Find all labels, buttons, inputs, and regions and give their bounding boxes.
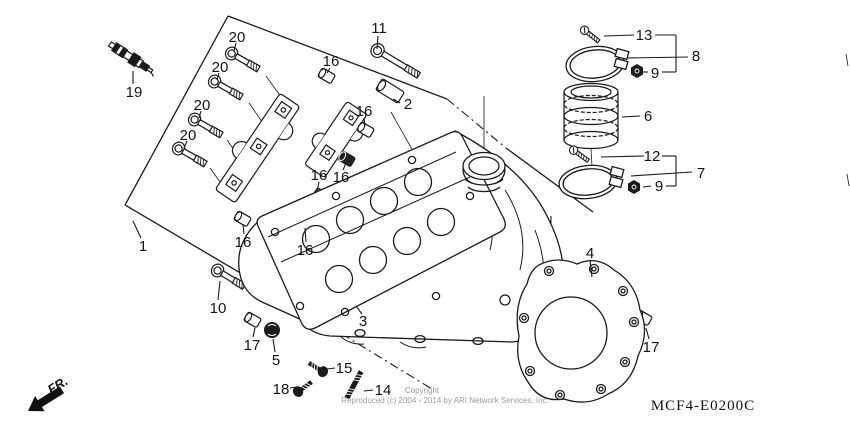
- callout-leader-5: [272, 338, 276, 353]
- camshaft-holder-rails: [215, 93, 367, 203]
- callout-9[interactable]: 9: [655, 178, 663, 195]
- intake-boot: [563, 82, 619, 150]
- callout-6[interactable]: 6: [644, 108, 652, 125]
- callout-10[interactable]: 10: [210, 300, 227, 317]
- callout-20[interactable]: 20: [212, 59, 229, 76]
- callout-leader-16: [326, 67, 331, 74]
- diagram-code: MCF4-E0200C: [651, 398, 755, 414]
- callout-15[interactable]: 15: [336, 360, 353, 377]
- callout-16[interactable]: 16: [333, 169, 350, 186]
- bolt-15: [305, 357, 331, 380]
- callout-2[interactable]: 2: [404, 96, 412, 113]
- callout-19[interactable]: 19: [126, 84, 143, 101]
- clamp-band-8: [565, 45, 630, 83]
- callout-1[interactable]: 1: [139, 238, 147, 255]
- watermark-line2: Reproduced (c) 2004 - 2014 by ARI Networ…: [341, 396, 549, 405]
- callout-leader-16: [242, 223, 245, 235]
- gasket-bolt-holes: [518, 263, 640, 401]
- dowel-16-a: [316, 66, 337, 85]
- callout-leader-20: [198, 110, 202, 119]
- callout-8[interactable]: 8: [692, 48, 700, 65]
- callout-leader-4: [589, 259, 593, 278]
- left-box-top-edge: [227, 15, 448, 100]
- callout-5[interactable]: 5: [272, 352, 280, 369]
- callout-13[interactable]: 13: [636, 27, 653, 44]
- bolt-11: [367, 40, 423, 82]
- callout-3[interactable]: 3: [359, 313, 367, 330]
- right-box-top-edge: [505, 147, 594, 213]
- fr-direction-arrow: FR.: [28, 373, 70, 412]
- callout-leader-3: [355, 305, 363, 315]
- clamp-nut-9-top: [631, 64, 643, 78]
- cylinder-head: [238, 130, 565, 349]
- callout-20[interactable]: 20: [180, 127, 197, 144]
- bolt-18: [290, 377, 316, 400]
- callout-leader-15: [326, 367, 336, 370]
- callout-leader-13: [603, 34, 635, 37]
- bolt-20-d: [169, 139, 210, 171]
- callout-17[interactable]: 17: [643, 339, 660, 356]
- valve-lifter-bores: [301, 167, 456, 294]
- callout-leader-20: [216, 72, 220, 81]
- right-edge-marks: [845, 53, 850, 187]
- clamp-nut-9-bottom: [628, 180, 640, 194]
- callout-16[interactable]: 16: [356, 103, 373, 120]
- callout-leader-1: [132, 220, 142, 239]
- callout-16[interactable]: 16: [235, 234, 252, 251]
- callout-16[interactable]: 16: [323, 53, 340, 70]
- callout-14[interactable]: 14: [375, 382, 392, 399]
- callout-4[interactable]: 4: [586, 245, 594, 262]
- callout-leader-16: [316, 181, 320, 192]
- left-box-left-edge: [124, 15, 229, 206]
- callout-16[interactable]: 16: [311, 167, 328, 184]
- callout-leader-16: [304, 227, 307, 243]
- dowel-17-left: [242, 310, 263, 329]
- dowel-16-e: [232, 209, 253, 228]
- right-box-chain: [446, 98, 507, 149]
- cap-part-2: [375, 78, 405, 104]
- callout-20[interactable]: 20: [194, 97, 211, 114]
- callout-leader-9: [642, 185, 652, 188]
- callout-20[interactable]: 20: [229, 29, 246, 46]
- callout-9[interactable]: 9: [651, 65, 659, 82]
- stud-14: [344, 370, 364, 400]
- callout-17[interactable]: 17: [244, 337, 261, 354]
- callout-leader-11: [376, 35, 379, 50]
- callout-18[interactable]: 18: [273, 381, 290, 398]
- callout-leader-16: [363, 117, 366, 127]
- callout-leader-18: [289, 386, 298, 389]
- watermark-line1: Copyright: [405, 386, 440, 395]
- callout-7[interactable]: 7: [697, 165, 705, 182]
- callout-leader-16: [342, 162, 347, 171]
- callout-leader-20: [183, 140, 188, 149]
- callout-16[interactable]: 16: [297, 242, 314, 259]
- callout-11[interactable]: 11: [371, 20, 387, 37]
- callout-leader-14: [363, 389, 374, 392]
- bolt-20-b: [205, 72, 246, 104]
- bolt-20-a: [222, 44, 263, 76]
- clamp-screw-13: [578, 23, 602, 46]
- callout-leader-8: [626, 56, 689, 59]
- callout-leader-10: [217, 280, 221, 301]
- callout-leader-12: [600, 155, 645, 158]
- callout-leader-7: [630, 171, 693, 177]
- callout-leader-17: [252, 327, 256, 338]
- intake-port-stack: [462, 151, 506, 193]
- callout-leader-6: [621, 115, 641, 118]
- callout-leader-17: [645, 327, 650, 340]
- spark-plug: [107, 41, 154, 77]
- clamp-band-7: [558, 164, 625, 200]
- head-gasket: [516, 259, 646, 403]
- cap-nut-5: [264, 322, 280, 338]
- callout-leader-20: [233, 42, 237, 52]
- callout-leader-2: [392, 98, 401, 104]
- callout-12[interactable]: 12: [644, 148, 661, 165]
